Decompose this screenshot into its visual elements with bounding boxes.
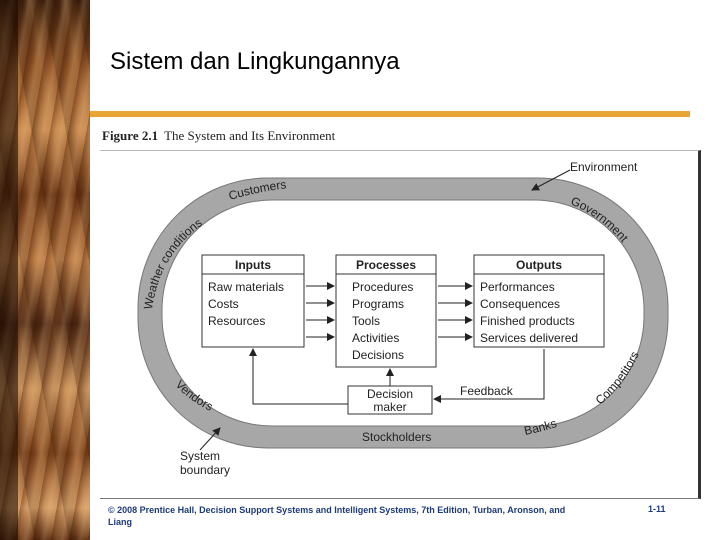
slide-footer: © 2008 Prentice Hall, Decision Support S… <box>108 505 566 527</box>
system-boundary-line1: System <box>180 449 220 463</box>
inputs-header: Inputs <box>235 258 271 272</box>
processes-item: Tools <box>352 314 380 328</box>
processes-item: Programs <box>352 297 404 311</box>
decision-maker-box <box>347 385 433 415</box>
outputs-item: Finished products <box>480 314 575 328</box>
inputs-item: Resources <box>208 314 265 328</box>
figure-caption-text: The System and Its Environment <box>164 128 336 143</box>
outputs-item: Consequences <box>480 297 560 311</box>
environment-pointer-line <box>531 169 571 191</box>
decision-maker-line2: maker <box>373 400 406 414</box>
outputs-item: Performances <box>480 280 555 294</box>
system-boundary-pointer-line <box>199 427 221 451</box>
processes-item: Decisions <box>352 348 404 362</box>
processes-header: Processes <box>356 258 416 272</box>
processes-item: Procedures <box>352 280 413 294</box>
slide-title: Sistem dan Lingkungannya <box>110 48 400 75</box>
figure-number: Figure 2.1 <box>102 128 159 143</box>
system-boundary-line2: boundary <box>180 463 230 477</box>
figure-frame <box>100 150 701 499</box>
title-underline <box>90 111 690 117</box>
inputs-item: Raw materials <box>208 280 284 294</box>
outputs-header: Outputs <box>516 258 562 272</box>
page-number: 1-11 <box>648 504 666 514</box>
decision-to-inputs-line <box>249 348 348 405</box>
outputs-item: Services delivered <box>480 331 578 345</box>
system-environment-diagram: Customers Government Weather conditions … <box>137 160 669 477</box>
environment-label: Environment <box>570 160 638 174</box>
decision-maker-line1: Decision <box>367 387 413 401</box>
inputs-item: Costs <box>208 297 239 311</box>
env-stockholders-label: Stockholders <box>362 430 431 444</box>
outputs-box <box>473 254 605 348</box>
feedback-loop-line <box>433 349 545 403</box>
feedback-label: Feedback <box>460 384 514 398</box>
inputs-box <box>201 254 305 348</box>
wood-shadow-strip <box>0 0 18 540</box>
figure-caption: Figure 2.1 The System and Its Environment <box>102 128 335 144</box>
processes-item: Activities <box>352 331 399 345</box>
